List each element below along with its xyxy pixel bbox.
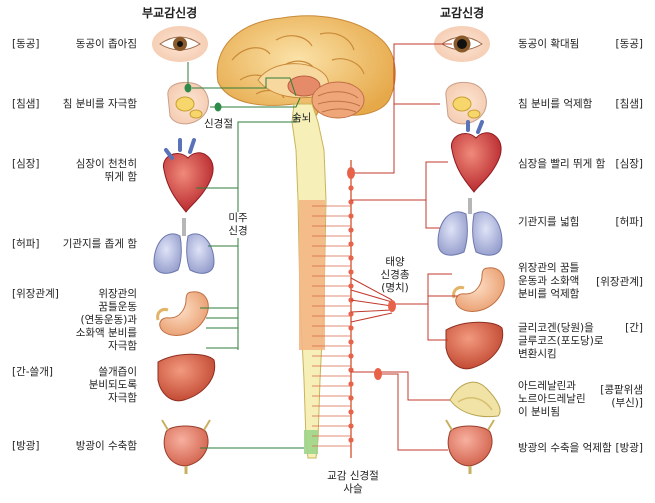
spinal-cord-icon — [291, 103, 327, 459]
chain-ganglion-bead — [348, 283, 354, 289]
left-text-liver: 쓸개즙이 분비되도록 자극함 — [88, 366, 137, 404]
parasympathetic-ganglia — [184, 83, 222, 112]
chain-ganglion-bead — [348, 395, 354, 401]
right-lungs-icon — [437, 198, 503, 256]
chain-ganglion-bead — [348, 255, 354, 261]
brain-icon — [216, 15, 396, 125]
left-text-bladder: 방광이 수축함 — [75, 440, 137, 452]
right-text-lung: 기관지를 넓힘 — [518, 216, 580, 228]
sympathetic-ganglia — [347, 167, 396, 380]
chain-ganglion-bead — [348, 241, 354, 247]
left-salivary-gland-icon — [167, 82, 209, 125]
chain-ganglion-bead — [348, 227, 354, 233]
left-tag-bladder: [방광] — [12, 440, 40, 452]
right-text-pupil: 동공이 확대됨 — [518, 38, 580, 50]
right-liver-icon — [445, 321, 504, 370]
left-text-salivary: 침 분비를 자극함 — [62, 98, 137, 110]
right-text-salivary: 침 분비를 억제함 — [518, 98, 593, 110]
right-stomach-icon — [452, 267, 505, 312]
solar-plexus-label: 태양 신경총 (명치) — [380, 256, 410, 294]
medulla-label: 숨뇌 — [292, 112, 312, 124]
left-text-lung: 기관지를 좁게 함 — [62, 238, 137, 250]
left-stomach-icon — [156, 291, 209, 336]
right-adrenal-gland-icon — [449, 381, 501, 418]
sympathetic-connections — [350, 43, 458, 451]
right-salivary-gland-icon — [445, 82, 487, 125]
right-heart-icon — [450, 120, 502, 193]
parasympathetic-title: 부교감신경 — [142, 6, 198, 20]
chain-ganglion-bead — [348, 409, 354, 415]
left-tag-lung: [허파] — [12, 238, 40, 250]
left-tag-liver: [간-쓸개] — [12, 366, 53, 378]
left-bladder-icon — [161, 419, 211, 474]
ganglion-label: 신경절 — [204, 118, 233, 130]
right-bladder-icon — [445, 419, 495, 474]
right-tag-heart: [심장] — [615, 158, 643, 170]
chain-ganglion-bead — [348, 339, 354, 345]
chain-ganglion-bead — [348, 423, 354, 429]
right-text-gi: 위장관의 꿈틀 운동과 소화액 분비를 억제함 — [518, 262, 580, 300]
chain-ganglion-bead — [348, 213, 354, 219]
right-tag-liver: [간] — [625, 322, 643, 334]
left-liver-icon — [157, 353, 216, 402]
left-text-gi: 위장관의 꿈틀운동 (연동운동)과 소화액 분비를 자극함 — [75, 288, 137, 352]
sympathetic-title: 교감신경 — [440, 6, 485, 20]
left-text-heart: 심장이 천천히 뛰게 함 — [75, 158, 137, 183]
right-text-liver: 글리코겐(당원)을 글루코즈(포도당)로 변환시킴 — [518, 322, 604, 360]
chain-ganglion-bead — [348, 367, 354, 373]
right-tag-lung: [허파] — [615, 216, 643, 228]
vagus-label: 미주 신경 — [226, 212, 250, 238]
right-tag-bladder: [방광] — [615, 442, 643, 454]
right-text-heart: 심장을 빨리 뛰게 함 — [518, 158, 606, 170]
chain-ganglion-bead — [348, 269, 354, 275]
chain-ganglion-bead — [348, 437, 354, 443]
chain-ganglion-bead — [348, 199, 354, 205]
right-text-bladder: 방광의 수축을 억제함 — [518, 442, 612, 454]
left-tag-heart: [심장] — [12, 158, 40, 170]
left-text-pupil: 동공이 좁아짐 — [75, 38, 137, 50]
left-tag-pupil: [동공] — [12, 38, 40, 50]
left-tag-gi: [위장관계] — [12, 288, 59, 300]
left-eye-icon — [152, 26, 208, 62]
sympathetic-chain-label: 교감 신경절 사슬 — [327, 470, 379, 495]
right-tag-gi: [위장관계] — [596, 276, 643, 288]
right-text-adrenal: 아드레날린과 노르아드레날린 이 분비됨 — [518, 380, 586, 418]
spinal-segment-lines — [312, 205, 351, 447]
right-tag-salivary: [침샘] — [615, 98, 643, 110]
right-eye-icon — [434, 26, 490, 62]
right-tag-pupil: [동공] — [615, 38, 643, 50]
right-tag-adrenal: [콩팥위샘 (부신)] — [600, 384, 643, 409]
left-heart-icon — [162, 138, 214, 213]
sympathetic-chain — [348, 160, 354, 458]
chain-ganglion-bead — [348, 325, 354, 331]
chain-ganglion-bead — [348, 353, 354, 359]
left-lungs-icon — [153, 218, 215, 274]
chain-ganglion-bead — [348, 311, 354, 317]
chain-ganglion-bead — [348, 381, 354, 387]
left-tag-salivary: [침샘] — [12, 98, 40, 110]
chain-ganglion-bead — [348, 185, 354, 191]
